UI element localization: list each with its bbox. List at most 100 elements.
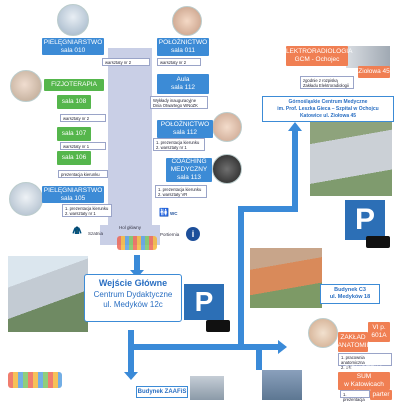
- zaklad-room-box[interactable]: VI p. 601A: [368, 322, 390, 342]
- pielegniarstwo-bottom-title: PIELĘGNIARSTWO: [43, 186, 103, 194]
- nurse-photo-bottom: [9, 182, 43, 216]
- budynek-zaafis-label: Budynek ZAAFiS: [137, 389, 187, 395]
- sala107-note: warsztaty nr 1: [60, 142, 106, 150]
- arrow-down-left-head: [124, 372, 138, 380]
- arrow-up-hospital: [292, 130, 298, 212]
- elektro-title: ELEKTRORADIOLOGIA: [281, 48, 353, 55]
- arrow-up-right: [238, 206, 298, 212]
- arrow-to-c3: [238, 300, 244, 306]
- parking-sign-main: P: [184, 284, 224, 320]
- coaching-title: COACHING MEDYCZNY: [170, 158, 208, 173]
- poloznictwo-top-room: sala 011: [170, 47, 196, 54]
- coaching-note-2: 2. warsztaty VR: [158, 192, 188, 197]
- arrow-bottom-horizontal-head: [278, 340, 287, 354]
- zaklad-line2: ANATOMII: [337, 342, 369, 349]
- hospital-box[interactable]: Górnośląskie Centrum Medyczne im. Prof. …: [262, 96, 394, 122]
- coaching-photo: [212, 154, 242, 184]
- poloznictwo-top-note: warsztaty nr 2: [157, 58, 201, 66]
- pielegniarstwo-bottom-box[interactable]: PIELĘGNIARSTWO sala 105: [42, 186, 104, 203]
- pielegniarstwo-bottom-note-2: 2. warsztaty nr 1: [65, 211, 96, 216]
- fizjoterapia-title: FIZJOTERAPIA: [51, 81, 97, 88]
- main-entrance-line1: Wejście Główne: [98, 278, 168, 288]
- budynek-c3-line1: Budynek C3: [334, 287, 366, 293]
- info-icon: i: [186, 227, 200, 241]
- sala107-room: sala 107: [61, 130, 87, 137]
- hospital-line3: Katowice ul. Ziołowa 45: [299, 113, 357, 119]
- baby-photo-top: [172, 6, 202, 36]
- poloznictwo-top-title: POŁOŻNICTWO: [158, 39, 208, 46]
- sala108-note: warsztaty nr 2: [60, 114, 106, 122]
- arrow-left-vertical: [128, 330, 134, 350]
- parking-sign-hospital: P: [345, 200, 385, 240]
- sala106-box[interactable]: sala 106: [57, 151, 91, 165]
- coaching-room: sala 113: [176, 174, 202, 181]
- aula-room: sala 112: [170, 84, 196, 91]
- elektro-notes: zgodnie z rozpiską Zakładu Elektroradiol…: [300, 76, 354, 89]
- pielegniarstwo-top-note: warsztaty nr 2: [102, 58, 150, 66]
- central-corridor: [108, 48, 152, 238]
- elektro-photo: [346, 46, 390, 68]
- nurse-photo-top: [57, 4, 89, 36]
- zaklad-note-1: 1. pracownia anatomiczna: [341, 355, 365, 365]
- biblioteka-floor-box[interactable]: parter: [370, 390, 392, 400]
- ziolowa-box[interactable]: Ziołowa 45: [358, 66, 390, 78]
- crowd-illustration: [117, 236, 157, 250]
- fizjoterapia-box[interactable]: FIZJOTERAPIA: [44, 79, 104, 91]
- zaklad-notes: 1. pracownia anatomiczna 2. VR: [338, 353, 392, 370]
- main-entrance-box[interactable]: Wejście Główne Centrum Dydaktyczne ul. M…: [84, 274, 182, 322]
- coaching-notes: 1. prezentacja kierunku 2. warsztaty VR: [155, 185, 207, 198]
- poloznictwo-mid-room: sala 112: [172, 129, 198, 136]
- biblioteka-line1: BIBLIOTEKA SUM: [345, 365, 383, 380]
- coaching-note-1: 1. prezentacja kierunku: [158, 187, 202, 192]
- biblioteka-note-1: 1. prezentacja: [343, 392, 365, 402]
- aula-title: Aula: [176, 76, 190, 83]
- zaklad-line1: ZAKŁAD: [340, 334, 366, 341]
- budynek-c3-photo: [250, 248, 322, 308]
- main-entrance-line2: Centrum Dydaktyczne: [93, 290, 173, 299]
- biblioteka-floor: parter: [372, 391, 390, 398]
- poloznictwo-mid-note-1: 1. prezentacja kierunku: [156, 140, 200, 145]
- pielegniarstwo-bottom-notes: 1. prezentacja kierunku 2. warsztaty nr …: [62, 204, 112, 217]
- arrow-bottom-horizontal: [128, 344, 278, 350]
- arrow-down-left: [128, 350, 134, 374]
- sala108-room: sala 108: [61, 98, 87, 105]
- elektroradiologia-box[interactable]: ELEKTRORADIOLOGIA GCM - Ochojec: [282, 46, 352, 66]
- wc-label: WC: [170, 211, 178, 216]
- elektro-note-2: Zakładu Elektroradiologii: [303, 83, 349, 88]
- portiernia-label: Portiernia: [160, 232, 180, 237]
- zaklad-box[interactable]: ZAKŁAD ANATOMII: [338, 332, 368, 352]
- wardrobe-icon: 🧥: [72, 226, 82, 235]
- aula-box[interactable]: Aula sala 112: [157, 74, 209, 94]
- hospital-line2: im. Prof. Leszka Gieca – Szpital w Ochoj…: [277, 106, 379, 112]
- aula-note: Wykłady inauguracyjne Dnia Otwartego WNo…: [150, 96, 208, 109]
- hol-label: Hol główny: [119, 225, 142, 230]
- pielegniarstwo-bottom-note-1: 1. prezentacja kierunku: [65, 206, 109, 211]
- wc-icon: 🚻: [159, 208, 169, 217]
- anatomy-photo: [308, 318, 338, 348]
- pielegniarstwo-bottom-room: sala 105: [60, 194, 86, 202]
- arrow-down-right: [256, 350, 262, 370]
- poloznictwo-mid-note-2: 2. warsztaty nr 1: [156, 145, 187, 150]
- pielegniarstwo-top-title: PIELĘGNIARSTWO: [43, 38, 103, 46]
- poloznictwo-top-box[interactable]: POŁOŻNICTWO sala 011: [157, 38, 209, 56]
- centrum-dydaktyczne-photo: [8, 256, 88, 332]
- budynek-c3-box[interactable]: Budynek C3 ul. Medyków 18: [320, 284, 380, 304]
- biblioteka-box[interactable]: BIBLIOTEKA SUM w Katowicach Ligocie: [338, 365, 390, 396]
- zaafis-photo: [190, 376, 224, 400]
- coaching-box[interactable]: COACHING MEDYCZNY sala 113: [166, 158, 212, 182]
- budynek-zaafis-box[interactable]: Budynek ZAAFiS: [136, 386, 188, 398]
- pielegniarstwo-top-box[interactable]: PIELĘGNIARSTWO sala 010: [42, 38, 104, 55]
- zaklad-room-line2: 601A: [371, 332, 387, 339]
- sala108-box[interactable]: sala 108: [57, 95, 91, 109]
- elektro-subtitle: GCM - Ochojec: [294, 56, 340, 63]
- car-icon-hospital: [366, 236, 390, 248]
- sala107-box[interactable]: sala 107: [57, 127, 91, 141]
- main-entrance-line3: ul. Medyków 12c: [103, 300, 163, 309]
- crowd-illustration-bottom: [8, 372, 62, 388]
- sala106-note: prezentacja kierunku: [58, 170, 108, 178]
- poloznictwo-mid-box[interactable]: POŁOŻNICTWO sala 112: [157, 120, 213, 138]
- biblioteka-notes: 1. prezentacja: [340, 390, 370, 402]
- pielegniarstwo-top-room: sala 010: [60, 46, 86, 54]
- hospital-line1: Górnośląskie Centrum Medyczne: [288, 99, 368, 105]
- physio-photo: [10, 70, 42, 102]
